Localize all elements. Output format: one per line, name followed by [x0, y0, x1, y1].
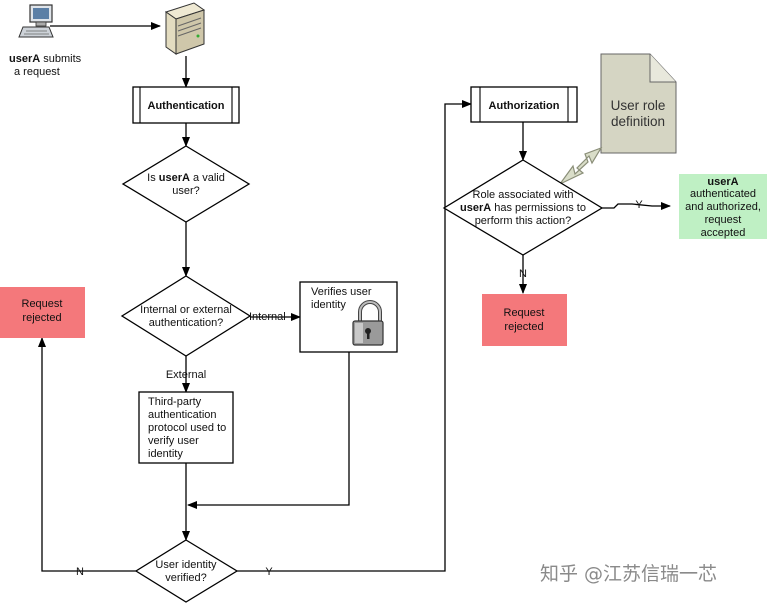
- role-definition-document: User role definition: [600, 53, 677, 154]
- arrow-verified-no-to-rejected: [38, 337, 136, 572]
- label-y-bottom: Y: [265, 566, 273, 578]
- rejected-left-box: Request rejected: [0, 287, 85, 338]
- decision-identity-verified: User identity verified?: [134, 539, 239, 603]
- valid-user-line2: user?: [172, 185, 200, 197]
- rejected-left-line1: Request: [22, 298, 63, 310]
- arrow-permissions-yes-to-accepted: [602, 202, 671, 210]
- rejected-right-line1: Request: [504, 307, 545, 319]
- role-definition-line2: definition: [611, 114, 665, 129]
- authentication-box: Authentication: [132, 86, 240, 124]
- third-party-line1: Third-party: [148, 396, 202, 408]
- authorization-label: Authorization: [489, 100, 560, 112]
- third-party-line5: identity: [148, 448, 183, 460]
- label-external: External: [166, 369, 206, 381]
- verified-line2: verified?: [165, 572, 207, 584]
- verifies-line1: Verifies user: [311, 286, 372, 298]
- server-icon: [164, 2, 206, 55]
- verified-line1: User identity: [155, 559, 217, 571]
- role-definition-line1: User role: [611, 98, 666, 113]
- decision-permissions: Role associated with userA has permissio…: [442, 159, 604, 256]
- accepted-line5: accepted: [701, 227, 746, 239]
- verifies-line2: identity: [311, 299, 346, 311]
- rejected-right-box: Request rejected: [482, 294, 567, 346]
- label-internal: Internal: [249, 311, 286, 323]
- rejected-left-line2: rejected: [22, 312, 61, 324]
- arrow-verifies-to-merge: [187, 352, 350, 509]
- accepted-box: userA authenticated and authorized, requ…: [679, 174, 767, 239]
- third-party-line4: verify user: [148, 435, 199, 447]
- accepted-line4: request: [705, 214, 742, 226]
- internal-external-line2: authentication?: [149, 317, 224, 329]
- label-n-left: N: [76, 566, 84, 578]
- permissions-line2: userA has permissions to: [460, 202, 586, 214]
- permissions-line3: perform this action?: [475, 215, 572, 227]
- authentication-label: Authentication: [148, 100, 225, 112]
- valid-user-line1: Is userA a valid: [147, 172, 225, 184]
- rejected-right-line2: rejected: [504, 321, 543, 333]
- permissions-line1: Role associated with: [473, 189, 574, 201]
- internal-external-line1: Internal or external: [140, 304, 232, 316]
- third-party-line3: protocol used to: [148, 422, 226, 434]
- computer-icon: [18, 4, 54, 38]
- decision-valid-user: Is userA a valid user?: [121, 145, 251, 223]
- watermark: 知乎 @江苏信瑞一芯: [540, 563, 717, 585]
- start-label-line2: a request: [14, 66, 60, 78]
- third-party-box: Third-party authentication protocol used…: [138, 391, 234, 464]
- accepted-line2: authenticated: [690, 188, 756, 200]
- accepted-line1: userA: [707, 176, 738, 188]
- label-n-right: N: [519, 268, 527, 280]
- double-arrow-icon: [559, 146, 603, 185]
- decision-internal-external: Internal or external authentication?: [120, 275, 252, 357]
- authorization-box: Authorization: [470, 86, 578, 123]
- label-y-right: Y: [635, 199, 643, 211]
- arrow-verified-yes-to-authorization: [237, 100, 472, 572]
- accepted-line3: and authorized,: [685, 201, 761, 213]
- padlock-icon: [352, 300, 384, 346]
- connectors: [38, 22, 671, 572]
- third-party-line2: authentication: [148, 409, 217, 421]
- verifies-identity-box: Verifies user identity: [299, 281, 398, 353]
- start-label-line1: userA submits: [9, 53, 82, 65]
